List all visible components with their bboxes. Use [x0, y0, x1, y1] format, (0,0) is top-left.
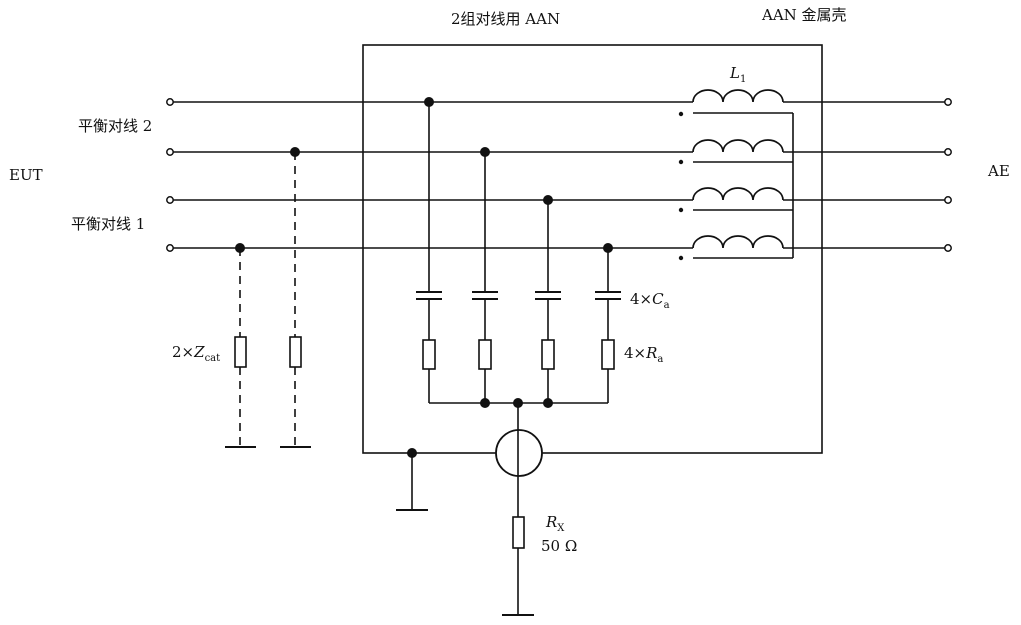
ae-terminals: [944, 98, 952, 252]
rx-value: 50 Ω: [541, 537, 577, 555]
eut-label: EUT: [9, 166, 43, 184]
enclosure-ground: [396, 448, 428, 511]
aan-title: 2组对线用 AAN: [451, 10, 560, 28]
measuring-port: [495, 429, 543, 616]
ae-label: AE: [987, 162, 1010, 180]
eut-terminals: [166, 98, 174, 252]
zcat-label: 2×Zcat: [172, 343, 220, 364]
rc-branches: [416, 97, 621, 430]
resistor-label: 4×Ra: [624, 344, 663, 365]
pair1-label: 平衡对线 1: [71, 215, 145, 233]
zcat-branches: [225, 147, 311, 448]
capacitor-label: 4×Ca: [630, 290, 670, 311]
shell-label: AAN 金属壳: [761, 6, 847, 24]
signal-lines: [173, 101, 945, 249]
inductor-l1: [678, 89, 794, 261]
pair2-label: 平衡对线 2: [78, 117, 152, 135]
aan-enclosure: [362, 44, 823, 454]
rx-label: RX: [545, 513, 565, 534]
inductor-label: L1: [729, 64, 746, 85]
